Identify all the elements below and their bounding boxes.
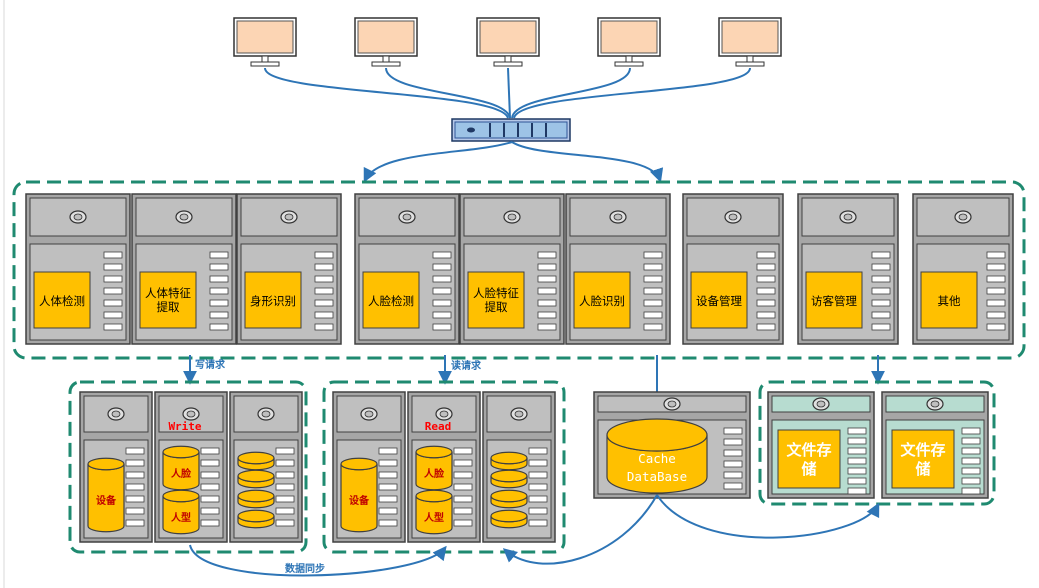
disk-cylinder [237, 451, 275, 471]
monitor-icon [718, 17, 782, 67]
monitor-icon [354, 17, 418, 67]
cache-cylinder [606, 418, 708, 494]
service-module [362, 271, 420, 329]
database-cylinder: 设备 [340, 457, 378, 533]
cache-label-line2: DataBase [627, 469, 687, 484]
service-server: 人体特征提取 [131, 193, 237, 345]
table-cylinder-label: 人脸 [171, 467, 192, 480]
disk-cylinder [237, 489, 275, 509]
disk-cylinder [490, 489, 528, 509]
service-module [573, 271, 631, 329]
database-cylinder: 设备 [87, 457, 125, 533]
service-cluster-boundary [12, 180, 1026, 360]
table-cylinder: 人脸 [415, 445, 453, 491]
monitor-icon [476, 17, 540, 67]
table-cylinder: 人型 [162, 489, 200, 535]
service-module [139, 271, 197, 329]
service-module [244, 271, 302, 329]
service-label: 访客管理 [811, 294, 857, 308]
database-cylinder-label: 设备 [96, 494, 117, 507]
db-mode-label: Read [425, 420, 452, 433]
service-server: 人脸检测 [354, 193, 460, 345]
storage-label-line1: 文件存 [900, 441, 945, 459]
service-label: 人体特征提取 [145, 286, 191, 314]
service-module [690, 271, 748, 329]
db-mode-label: Write [168, 420, 201, 433]
network-switch-icon [451, 118, 571, 142]
service-label: 设备管理 [696, 294, 742, 308]
disk-cylinder [237, 509, 275, 529]
service-server: 其他 [912, 193, 1014, 345]
service-label: 人脸特征提取 [473, 286, 519, 314]
table-cylinder: 人脸 [162, 445, 200, 491]
cache-label-line1: Cache [638, 451, 676, 466]
sync-arrows [189, 494, 880, 577]
disk-cylinder [237, 469, 275, 489]
table-cylinder: 人型 [415, 489, 453, 535]
table-cylinder-label: 人型 [171, 511, 191, 524]
write-db-boundary [68, 380, 308, 554]
client-connections [264, 67, 751, 119]
client-monitors [233, 17, 782, 67]
disk-cylinder [490, 469, 528, 489]
service-server: 人脸特征提取 [459, 193, 565, 345]
disk-cylinder [490, 451, 528, 471]
service-label: 其他 [938, 294, 961, 308]
table-cylinder-label: 人型 [424, 511, 444, 524]
storage-label-line2: 储 [915, 460, 930, 478]
service-module [920, 271, 978, 329]
service-server: 设备管理 [682, 193, 784, 345]
table-cylinder-label: 人脸 [424, 467, 445, 480]
service-label: 人脸识别 [579, 294, 625, 308]
service-servers: 人体检测 人体特征提取 身形识别 人脸检测 人脸特征提取 人脸识别 设备管理 访客管理 其他 [25, 193, 1014, 345]
read-request-label: 读请求 [451, 359, 482, 372]
service-server: 人脸识别 [565, 193, 671, 345]
service-label: 人体检测 [39, 294, 85, 308]
storage-module [777, 429, 841, 489]
service-label: 人脸检测 [368, 294, 414, 308]
service-server: 访客管理 [797, 193, 899, 345]
data-sync-label: 数据同步 [285, 562, 325, 575]
storage-label-line1: 文件存 [786, 441, 831, 459]
write-request-label: 写请求 [195, 358, 226, 371]
switch-to-services-arrows [363, 141, 664, 183]
storage-module [891, 429, 955, 489]
disk-cylinder [490, 509, 528, 529]
service-server: 人体检测 [25, 193, 131, 345]
service-label: 身形识别 [250, 294, 296, 308]
service-module [33, 271, 91, 329]
database-cylinder-label: 设备 [349, 494, 370, 507]
monitor-icon [233, 17, 297, 67]
monitor-icon [597, 17, 661, 67]
service-module [805, 271, 863, 329]
service-module [467, 271, 525, 329]
service-server: 身形识别 [236, 193, 342, 345]
storage-label-line2: 储 [801, 460, 816, 478]
